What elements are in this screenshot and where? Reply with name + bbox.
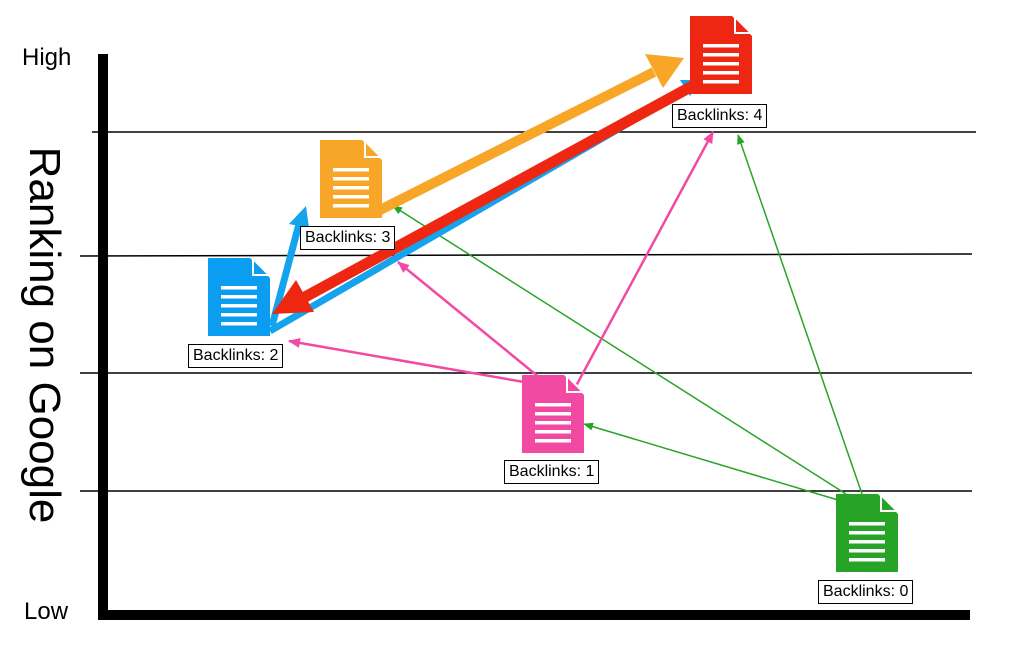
orange-document-fold bbox=[364, 138, 384, 158]
orange-arrow bbox=[373, 54, 684, 217]
document-icons bbox=[208, 14, 900, 572]
backlinks-label-green: Backlinks: 0 bbox=[818, 580, 914, 604]
pink-document-text-line bbox=[535, 412, 571, 416]
green-arrow-to-pink bbox=[583, 422, 839, 501]
red-document-text-line bbox=[703, 62, 739, 66]
grid-line bbox=[79, 253, 973, 257]
green-document-text-line bbox=[849, 540, 885, 544]
pink-document-fold bbox=[566, 373, 586, 393]
green-document-text-line bbox=[849, 549, 885, 553]
pink-arrow-to-orange bbox=[397, 261, 541, 379]
green-document-fold bbox=[880, 492, 900, 512]
green-document-text-line bbox=[849, 522, 885, 526]
pink-arrow-to-red bbox=[574, 131, 715, 387]
green-arrow-to-orange bbox=[392, 205, 847, 495]
orange-arrowhead-to-red bbox=[645, 54, 684, 88]
y-axis-high-label: High bbox=[22, 44, 72, 71]
backlinks-label-red: Backlinks: 4 bbox=[672, 104, 768, 128]
red-document-text-line bbox=[703, 53, 739, 57]
y-axis-low-label: Low bbox=[24, 598, 69, 625]
red-arrow bbox=[272, 79, 699, 314]
backlinks-label-pink: Backlinks: 1 bbox=[504, 460, 600, 484]
pink-document-text-line bbox=[535, 403, 571, 407]
pink-document-text-line bbox=[535, 430, 571, 434]
pink-document-text-line bbox=[535, 421, 571, 425]
orange-document-text-line bbox=[333, 186, 369, 190]
green-document-text-line bbox=[849, 531, 885, 535]
orange-document-text-line bbox=[333, 168, 369, 172]
red-arrowhead-to-blue bbox=[272, 280, 314, 314]
blue-document-text-line bbox=[221, 295, 257, 299]
pink-arrow-to-blue bbox=[288, 337, 525, 384]
blue-document-text-line bbox=[221, 286, 257, 290]
red-document-text-line bbox=[703, 44, 739, 48]
orange-document-text-line bbox=[333, 177, 369, 181]
blue-document-text-line bbox=[221, 313, 257, 317]
blue-document-fold bbox=[252, 256, 272, 276]
orange-arrow-to-red bbox=[373, 67, 657, 217]
red-document-fold bbox=[734, 14, 754, 34]
pink-arrows bbox=[288, 131, 715, 387]
orange-document-text-line bbox=[333, 204, 369, 208]
backlinks-label-orange: Backlinks: 3 bbox=[300, 226, 396, 250]
green-arrows bbox=[392, 134, 863, 501]
blue-document-icon bbox=[208, 256, 272, 336]
orange-document-icon bbox=[320, 138, 384, 218]
blue-arrowhead-to-orange bbox=[289, 206, 309, 228]
backlinks-label-blue: Backlinks: 2 bbox=[188, 344, 284, 368]
red-document-text-line bbox=[703, 80, 739, 84]
green-document-text-line bbox=[849, 558, 885, 562]
red-document-text-line bbox=[703, 71, 739, 75]
green-document-icon bbox=[836, 492, 900, 572]
orange-document-text-line bbox=[333, 195, 369, 199]
red-document-icon bbox=[690, 14, 754, 94]
green-arrow-to-red bbox=[737, 134, 863, 495]
pink-document-icon bbox=[522, 373, 586, 453]
y-axis-title: Ranking on Google bbox=[20, 146, 69, 524]
blue-document-text-line bbox=[221, 322, 257, 326]
axes bbox=[98, 54, 970, 620]
pink-document-text-line bbox=[535, 439, 571, 443]
blue-document-text-line bbox=[221, 304, 257, 308]
red-arrow-to-blue bbox=[302, 79, 699, 302]
